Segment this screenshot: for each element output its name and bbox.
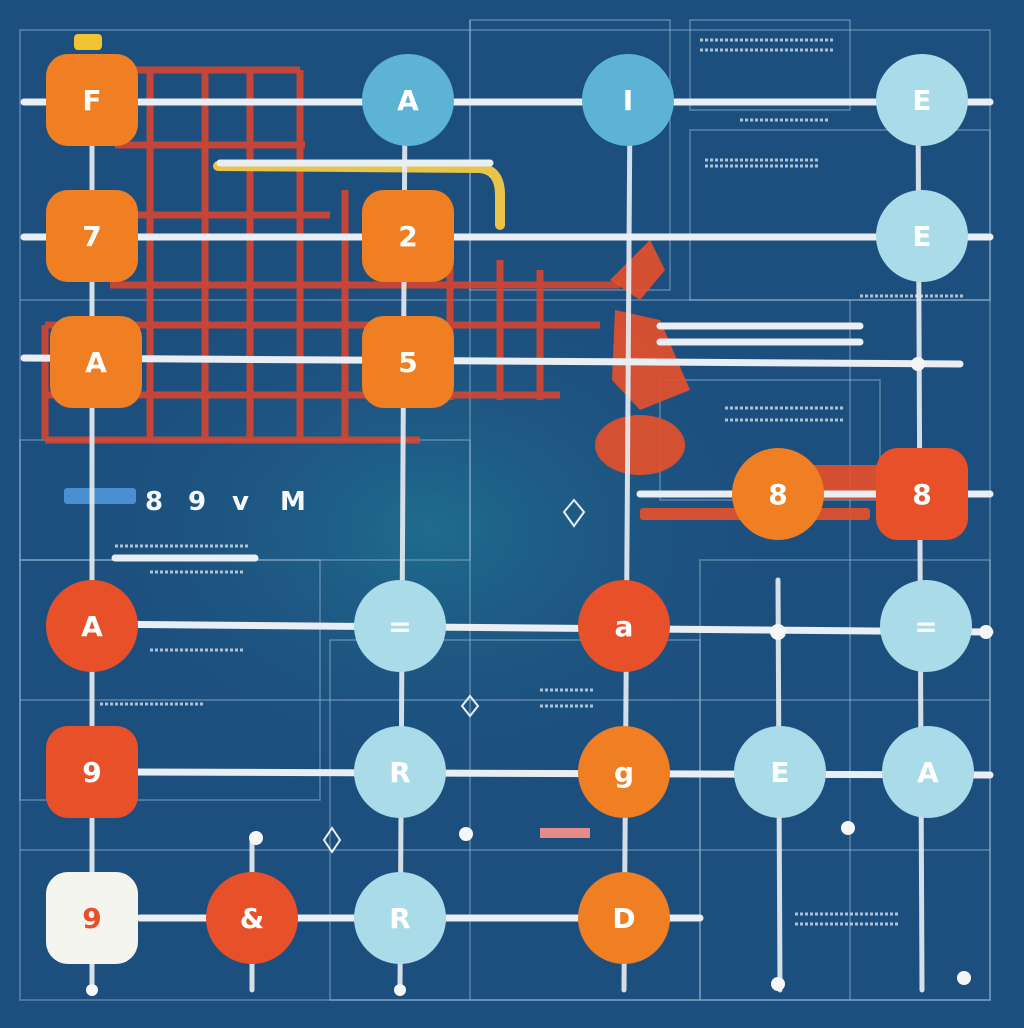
node-glyph: R <box>389 902 411 935</box>
node-body <box>354 726 446 818</box>
node-glyph: g <box>614 756 634 789</box>
node-body <box>46 580 138 672</box>
node-body <box>578 580 670 672</box>
node-glyph: 7 <box>82 220 101 253</box>
node-r1-c1: F <box>46 54 138 146</box>
glyph-row-item: M <box>280 487 306 517</box>
node-body <box>50 316 142 408</box>
node-glyph: 5 <box>398 346 417 379</box>
node-r6-c3: g <box>578 726 670 818</box>
node-body <box>354 580 446 672</box>
node-r6-c4: E <box>734 726 826 818</box>
node-body <box>362 316 454 408</box>
glyph-row: 8 9 v M <box>145 487 306 517</box>
node-body <box>46 726 138 818</box>
node-body <box>578 726 670 818</box>
node-r4-c4: 8 <box>876 448 968 540</box>
node-glyph: a <box>615 610 634 643</box>
node-glyph: A <box>917 756 939 789</box>
node-body <box>46 54 138 146</box>
node-glyph: E <box>912 220 931 253</box>
node-body <box>362 54 454 146</box>
node-r7-c1: 9 <box>46 872 138 964</box>
node-r2-c2: 2 <box>362 190 454 282</box>
node-glyph: & <box>240 902 264 935</box>
node-body <box>876 54 968 146</box>
node-body <box>362 190 454 282</box>
node-r2-c1: 7 <box>46 190 138 282</box>
node-glyph: 9 <box>82 902 101 935</box>
node-glyph: I <box>623 84 633 117</box>
node-glyph: R <box>389 756 411 789</box>
node-glyph: A <box>81 610 103 643</box>
node-glyph: A <box>85 346 107 379</box>
node-glyph: 8 <box>768 478 787 511</box>
node-r6-c1: 9 <box>46 726 138 818</box>
node-r7-c3: R <box>354 872 446 964</box>
node-glyph: E <box>912 84 931 117</box>
node-r1-c2: A <box>362 54 454 146</box>
pink-accent-bar <box>540 828 590 838</box>
node-body <box>354 872 446 964</box>
node-glyph: 9 <box>82 756 101 789</box>
node-body <box>732 448 824 540</box>
node-r2-c4: E <box>876 190 968 282</box>
node-r5-c1: A <box>46 580 138 672</box>
node-r5-c4: = <box>880 580 972 672</box>
node-body <box>882 726 974 818</box>
node-r1-c4: E <box>876 54 968 146</box>
node-r1-c3: I <box>582 54 674 146</box>
node-body <box>578 872 670 964</box>
node-glyph: 8 <box>912 478 931 511</box>
node-body <box>206 872 298 964</box>
node-r5-c2: = <box>354 580 446 672</box>
junction-dots <box>86 357 993 996</box>
node-glyph: = <box>914 610 937 643</box>
node-body <box>876 190 968 282</box>
node-glyph: F <box>82 84 101 117</box>
decorative-text-strips <box>100 38 965 926</box>
glyph-row-item: 8 <box>145 487 163 517</box>
blue-accent-bar <box>64 488 136 504</box>
yellow-cap <box>74 34 102 50</box>
node-r7-c4: D <box>578 872 670 964</box>
node-body <box>46 872 138 964</box>
node-body <box>876 448 968 540</box>
glyph-row-item: 9 <box>188 487 206 517</box>
node-body <box>46 190 138 282</box>
node-body <box>582 54 674 146</box>
node-glyph: A <box>397 84 419 117</box>
node-r5-c3: a <box>578 580 670 672</box>
node-body <box>734 726 826 818</box>
node-r4-c3: 8 <box>732 448 824 540</box>
node-r6-c5: A <box>882 726 974 818</box>
yellow-pipe <box>213 161 505 230</box>
node-body <box>880 580 972 672</box>
diamond-markers <box>322 498 586 854</box>
node-glyph: D <box>612 902 635 935</box>
glyph-row-item: v <box>232 487 249 517</box>
node-glyph: = <box>388 610 411 643</box>
node-r7-c2: & <box>206 872 298 964</box>
node-r6-c2: R <box>354 726 446 818</box>
node-r3-c2: 5 <box>362 316 454 408</box>
node-glyph: 2 <box>398 220 417 253</box>
node-glyph: E <box>770 756 789 789</box>
node-r3-c1: A <box>50 316 142 408</box>
